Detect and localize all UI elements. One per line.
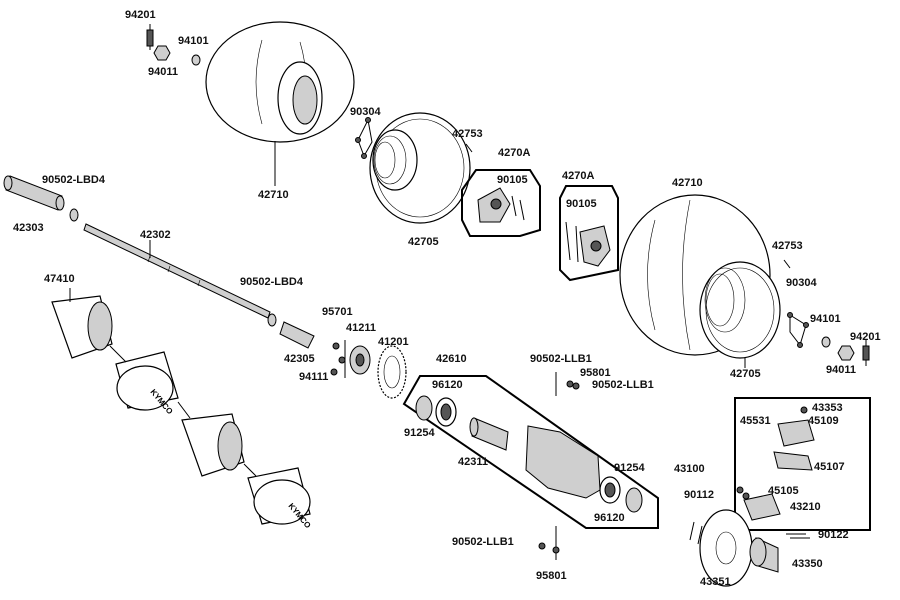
left-rim	[369, 112, 471, 224]
sprocket-hub-41211	[349, 345, 371, 375]
part-label: 42753	[772, 240, 803, 252]
axle-sleeve-42303	[3, 175, 65, 211]
part-label: 42705	[730, 368, 761, 380]
part-label: 43353	[812, 402, 843, 414]
part-label: 42305	[284, 353, 315, 365]
part-label: 42753	[452, 128, 483, 140]
part-label: 42302	[140, 229, 171, 241]
part-label: 94111	[299, 371, 329, 383]
part-label: 90105	[497, 174, 528, 186]
cover-47410	[51, 295, 311, 525]
bearing-housing-box	[402, 375, 659, 529]
part-label: 94101	[810, 313, 841, 325]
part-label: 90502-LBD4	[240, 276, 303, 288]
part-label: 95801	[580, 367, 611, 379]
bolts-90112	[689, 521, 703, 545]
part-label: 91254	[404, 427, 435, 439]
bolts-90122	[786, 533, 810, 539]
part-label: 96120	[594, 512, 625, 524]
sprocket-41201	[377, 345, 407, 399]
right-rim	[699, 261, 781, 359]
part-label: 90502-LLB1	[530, 353, 592, 365]
caliper-box	[734, 397, 871, 531]
part-label: 42710	[258, 189, 289, 201]
part-label: 94011	[148, 66, 178, 78]
bolts-95801	[538, 372, 580, 560]
hub-4270A-right	[559, 185, 619, 282]
left-tire	[205, 21, 355, 143]
part-label: 90304	[786, 277, 817, 289]
part-label: 47410	[44, 273, 75, 285]
part-label: 42311	[458, 456, 488, 468]
part-label: 42303	[13, 222, 44, 234]
brake-hub-43350	[749, 537, 779, 573]
nut-90502-LBD4-right	[267, 313, 277, 327]
part-label: 90502-LBD4	[42, 174, 105, 186]
part-label: 94201	[125, 9, 156, 21]
caliper-parts	[736, 406, 815, 521]
part-label: 94201	[850, 331, 881, 343]
washer-94101-right	[821, 336, 831, 348]
valve-42753-left	[465, 143, 473, 153]
part-label: 90502-LLB1	[452, 536, 514, 548]
spacer-42305	[279, 321, 315, 349]
part-label: 95701	[322, 306, 353, 318]
part-label: 90112	[684, 489, 714, 501]
bolt-set-90304-left	[355, 117, 373, 159]
part-label: 4270A	[562, 170, 595, 182]
part-label: 90304	[350, 106, 381, 118]
washer-94101	[191, 54, 201, 66]
part-label: 95801	[536, 570, 567, 582]
part-label: 43210	[790, 501, 821, 513]
axle-42302	[83, 223, 271, 319]
part-label: 91254	[614, 462, 645, 474]
part-label: 43351	[700, 576, 731, 588]
valve-stem-94201-right	[862, 340, 870, 366]
valve-stem-94201	[146, 24, 154, 50]
nut-90502-LBD4-left	[69, 208, 79, 222]
brake-disc-43351	[699, 509, 753, 587]
part-label: 90122	[818, 529, 849, 541]
part-label: 96120	[432, 379, 463, 391]
nut-94011	[153, 45, 171, 61]
hub-4270A-left	[461, 169, 541, 237]
part-label: 42705	[408, 236, 439, 248]
part-label: 45109	[808, 415, 839, 427]
part-label: 45107	[814, 461, 845, 473]
part-label: 4270A	[498, 147, 531, 159]
nut-94011-right	[837, 345, 855, 361]
part-label: 45531	[740, 415, 771, 427]
part-label: 45105	[768, 485, 799, 497]
part-label: 90502-LLB1	[592, 379, 654, 391]
bolts-95701-94111	[330, 342, 346, 376]
part-label: 94011	[826, 364, 856, 376]
part-label: 41211	[346, 322, 376, 334]
part-label: 42610	[436, 353, 467, 365]
part-label: 94101	[178, 35, 209, 47]
valve-42753-right	[783, 259, 791, 269]
part-label: 43350	[792, 558, 823, 570]
bolt-set-90304-right	[787, 312, 809, 348]
part-label: 42710	[672, 177, 703, 189]
part-label: 43100	[674, 463, 705, 475]
part-label: 90105	[566, 198, 597, 210]
bearing-parts	[415, 395, 643, 513]
part-label: 41201	[378, 336, 409, 348]
